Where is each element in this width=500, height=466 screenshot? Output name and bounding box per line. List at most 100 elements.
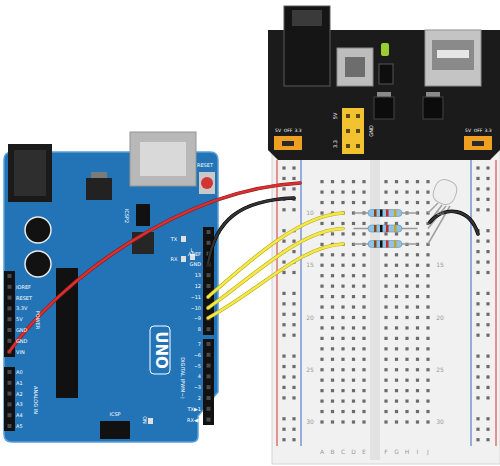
column-letter: J bbox=[427, 449, 429, 455]
pin-label: GND bbox=[16, 338, 27, 343]
breadboard-hole bbox=[426, 337, 429, 340]
regulator bbox=[423, 97, 443, 119]
breadboard-hole bbox=[426, 180, 429, 183]
breadboard-hole bbox=[395, 389, 398, 392]
breadboard-hole bbox=[426, 389, 429, 392]
pin-label: ~3 bbox=[194, 385, 201, 390]
breadboard-hole bbox=[416, 410, 419, 413]
breadboard-hole bbox=[405, 222, 408, 225]
reset-button-cap bbox=[201, 177, 213, 189]
breadboard-hole bbox=[416, 222, 419, 225]
pin-label: A0 bbox=[16, 370, 23, 375]
breadboard-hole bbox=[476, 438, 479, 441]
led bbox=[148, 418, 153, 424]
resistor-band bbox=[380, 225, 383, 232]
breadboard-hole bbox=[352, 191, 355, 194]
breadboard-hole bbox=[282, 260, 285, 263]
header-hole bbox=[207, 374, 211, 378]
jumper bbox=[464, 136, 492, 150]
breadboard-hole bbox=[405, 295, 408, 298]
breadboard bbox=[272, 140, 500, 464]
breadboard-hole bbox=[384, 201, 387, 204]
resistor-band bbox=[380, 241, 383, 248]
breadboard-hole bbox=[486, 428, 489, 431]
breadboard-hole bbox=[341, 305, 344, 308]
resistor-band bbox=[386, 225, 389, 232]
led-body bbox=[431, 177, 460, 207]
usb-port-part bbox=[432, 40, 474, 70]
breadboard-hole bbox=[331, 368, 334, 371]
breadboard-hole bbox=[292, 417, 295, 420]
breadboard-hole bbox=[352, 358, 355, 361]
breadboard-hole bbox=[426, 201, 429, 204]
breadboard-hole bbox=[486, 396, 489, 399]
wire bbox=[208, 229, 343, 309]
breadboard-hole bbox=[352, 420, 355, 423]
breadboard-hole bbox=[352, 305, 355, 308]
breadboard-hole bbox=[331, 232, 334, 235]
pin-label: 7 bbox=[198, 342, 201, 347]
led bbox=[181, 236, 186, 242]
breadboard-hole bbox=[395, 253, 398, 256]
breadboard-hole bbox=[292, 375, 295, 378]
breadboard-hole bbox=[416, 420, 419, 423]
breadboard-hole bbox=[476, 334, 479, 337]
breadboard-hole bbox=[395, 180, 398, 183]
breadboard-hole bbox=[426, 316, 429, 319]
usb-port bbox=[425, 30, 481, 86]
breadboard-hole bbox=[341, 316, 344, 319]
breadboard-hole bbox=[320, 285, 323, 288]
breadboard-hole bbox=[331, 305, 334, 308]
breadboard-hole bbox=[486, 187, 489, 190]
pin-label: ~5 bbox=[194, 363, 201, 368]
breadboard-hole bbox=[352, 201, 355, 204]
header-hole bbox=[8, 381, 12, 385]
breadboard-hole bbox=[426, 400, 429, 403]
header-pin bbox=[356, 114, 360, 118]
header-hole bbox=[207, 342, 211, 346]
breadboard-hole bbox=[395, 274, 398, 277]
breadboard-hole bbox=[331, 420, 334, 423]
breadboard-hole bbox=[405, 337, 408, 340]
breadboard-hole bbox=[476, 250, 479, 253]
breadboard-hole bbox=[426, 368, 429, 371]
breadboard-hole bbox=[395, 400, 398, 403]
header-hole bbox=[8, 370, 12, 374]
board-label: ON bbox=[142, 416, 147, 424]
power-switch bbox=[337, 48, 373, 86]
breadboard-hole bbox=[416, 400, 419, 403]
resistor-band bbox=[394, 210, 397, 217]
breadboard-hole bbox=[331, 201, 334, 204]
breadboard-hole bbox=[341, 222, 344, 225]
header-hole bbox=[8, 296, 12, 300]
breadboard-hole bbox=[362, 285, 365, 288]
pin-label: GND bbox=[190, 262, 201, 267]
breadboard-hole bbox=[292, 428, 295, 431]
breadboard-hole bbox=[331, 400, 334, 403]
breadboard-hole bbox=[331, 358, 334, 361]
pin-label: GND bbox=[16, 328, 27, 333]
jumper-cap bbox=[472, 141, 484, 146]
resistor-band bbox=[374, 241, 377, 248]
column-letter: A bbox=[320, 449, 324, 455]
breadboard-hole bbox=[384, 326, 387, 329]
breadboard-hole bbox=[405, 285, 408, 288]
breadboard-hole bbox=[341, 285, 344, 288]
breadboard-hole bbox=[476, 177, 479, 180]
pin-label: ~9 bbox=[194, 316, 201, 321]
breadboard-hole bbox=[405, 410, 408, 413]
row-number: 15 bbox=[306, 262, 314, 268]
regulator-tab bbox=[91, 172, 107, 178]
breadboard-hole bbox=[292, 438, 295, 441]
breadboard-hole bbox=[384, 222, 387, 225]
pin-label: VIN bbox=[16, 349, 25, 354]
breadboard-hole bbox=[352, 274, 355, 277]
pin-label: 5V bbox=[16, 317, 23, 322]
pin-label: RESET bbox=[16, 295, 32, 300]
pin-label: RX◀0 bbox=[187, 417, 201, 422]
row-number: 25 bbox=[306, 367, 314, 373]
breadboard-hole bbox=[486, 260, 489, 263]
breadboard-hole bbox=[384, 295, 387, 298]
breadboard-hole bbox=[395, 295, 398, 298]
breadboard-hole bbox=[476, 208, 479, 211]
